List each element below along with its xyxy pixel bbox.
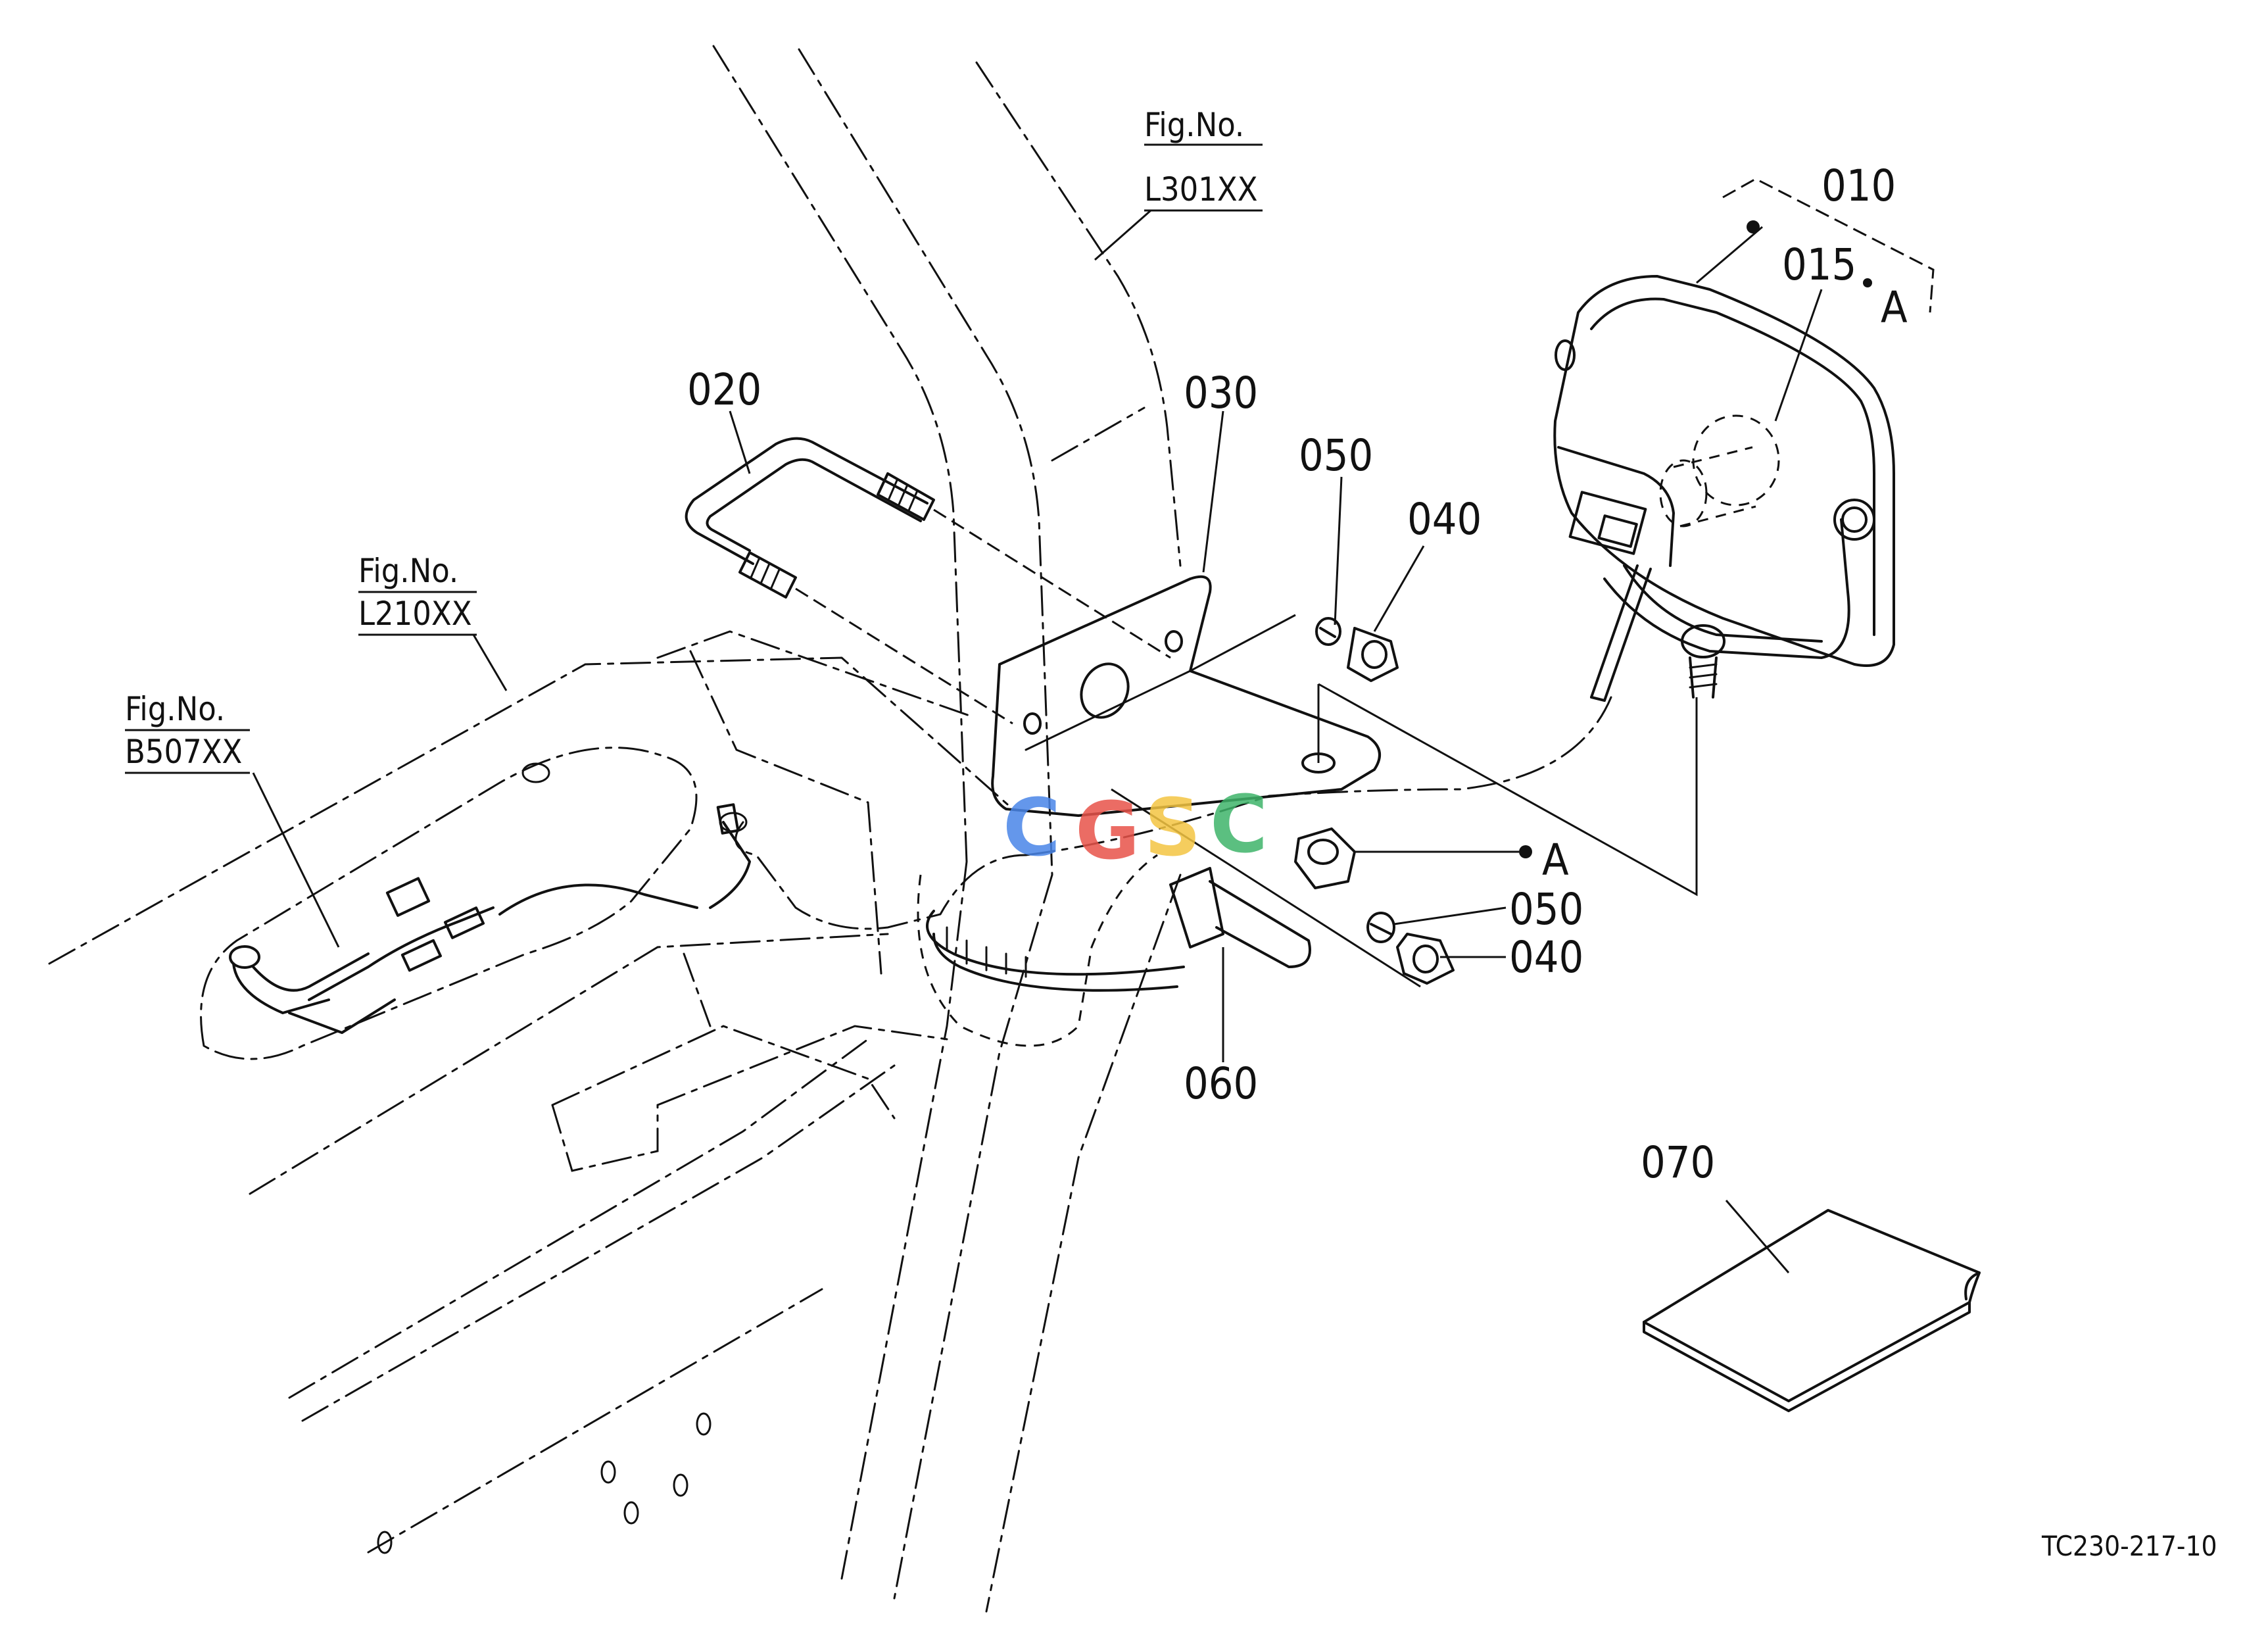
part-label-040-top: 040 <box>1407 494 1482 545</box>
work-lamp-010 <box>1553 275 1895 702</box>
leader-lines <box>125 143 1935 1273</box>
marker-a-top: A <box>1881 282 1908 333</box>
fig-ref-b507-number: B507XX <box>125 733 242 771</box>
nut-040-bottom <box>1396 933 1455 985</box>
part-label-020: 020 <box>687 364 761 415</box>
drawing-code: TC230-217-10 <box>2041 1530 2217 1562</box>
part-label-050-bottom: 050 <box>1509 884 1583 935</box>
wire-harness-phantom <box>229 696 1612 1034</box>
part-label-040-bottom: 040 <box>1509 932 1583 983</box>
watermark-letter: S <box>1144 783 1201 874</box>
watermark-letter: C <box>1003 783 1061 874</box>
machine-body-phantom <box>48 630 1014 1554</box>
part-label-050-top: 050 <box>1299 430 1373 481</box>
part-number-labels: 010 015 A 020 030 050 040 A 050 040 060 … <box>687 160 2217 1562</box>
bracket-030 <box>991 575 1381 817</box>
watermark-letter: C <box>1210 779 1268 871</box>
part-label-015: 015 <box>1782 239 1856 290</box>
part-label-070: 070 <box>1641 1137 1715 1188</box>
fig-ref-l301-number: L301XX <box>1144 170 1258 209</box>
fig-ref-l210-title: Fig.No. <box>358 552 458 590</box>
fig-ref-l210-number: L210XX <box>358 595 472 633</box>
flange-nut-a <box>1294 827 1356 889</box>
cable-tie-060 <box>926 867 1311 992</box>
lock-washer-050-bottom <box>1366 912 1395 943</box>
rops-frame-phantom <box>712 45 1182 1613</box>
hardware-hidden-lines <box>1111 614 1698 988</box>
part-label-030: 030 <box>1184 368 1258 418</box>
fig-ref-b507-title: Fig.No. <box>125 690 225 728</box>
label-sheet-070 <box>1643 1209 1981 1412</box>
part-label-010: 010 <box>1822 160 1896 211</box>
marker-a-mid: A <box>1542 835 1569 885</box>
fig-ref-l301-title: Fig.No. <box>1144 106 1244 144</box>
nut-040-top <box>1347 627 1399 682</box>
part-label-060: 060 <box>1184 1058 1258 1109</box>
watermark-letter: G <box>1075 786 1140 877</box>
lock-washer-050-top <box>1315 617 1341 646</box>
figure-references: Fig.No. L301XX Fig.No. L210XX Fig.No. B5… <box>125 106 1258 771</box>
cgsc-watermark: C G S C <box>1003 779 1268 877</box>
u-bolt-020 <box>685 437 1171 725</box>
